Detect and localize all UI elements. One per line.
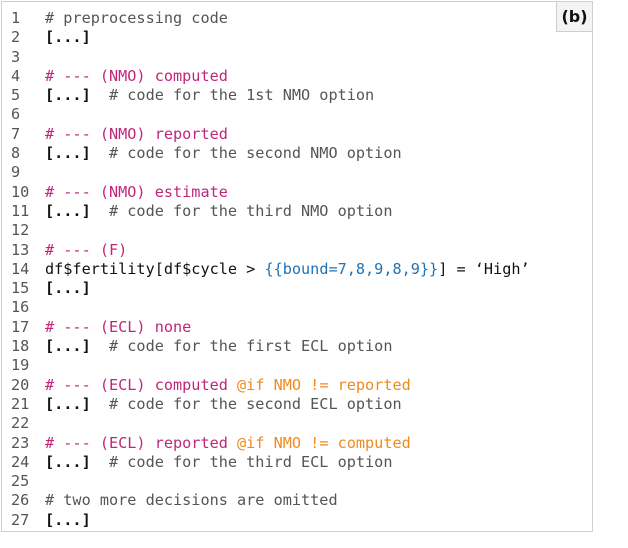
code-comment: # preprocessing code [45,9,228,27]
line-number: 25 [11,472,30,491]
condition-annotation: @if NMO != reported [237,375,411,394]
code-line: 14 df$fertility[df$cycle > {{bound=7,8,9,… [11,260,530,279]
code-line: 21 [...] # code for the second ECL option [11,395,530,414]
code-line: 23 # --- (ECL) reported @if NMO != comput… [11,434,530,453]
ellipsis-placeholder: [...] [45,394,91,413]
line-number: 22 [11,414,30,433]
decision-header: # --- (F) [45,240,128,259]
ellipsis-placeholder: [...] [45,279,91,298]
line-number: 4 [11,66,21,85]
code-line: 10 # --- (NMO) estimate [11,183,530,202]
ellipsis-placeholder: [...] [45,452,91,471]
code-line: 26 # two more decisions are omitted [11,491,530,510]
code-comment: # code for the first ECL option [90,337,393,356]
ellipsis-placeholder: [...] [45,86,91,105]
panel-label: (b) [556,2,592,32]
line-number: 6 [11,105,21,124]
line-number: 5 [11,86,21,105]
code-line: 1 # preprocessing code [11,9,530,28]
line-number: 20 [11,375,30,394]
ellipsis-placeholder: [...] [45,144,91,163]
decision-header: # --- (ECL) computed [45,375,238,394]
line-number: 2 [11,28,21,47]
code-line: 27 [...] [11,511,530,530]
line-number: 3 [11,47,21,66]
line-number: 26 [11,491,30,510]
line-number: 10 [11,182,30,201]
code-comment: # code for the third NMO option [90,201,393,220]
decision-header: # --- (ECL) none [45,317,192,336]
code-text: ] = ‘High’ [438,259,530,278]
code-line: 8 [...] # code for the second NMO option [11,144,530,163]
line-number: 19 [11,356,30,375]
code-line: 6 [11,105,530,124]
code-line: 7 # --- (NMO) reported [11,125,530,144]
code-line: 5 [...] # code for the 1st NMO option [11,86,530,105]
ellipsis-placeholder: [...] [45,337,91,356]
code-line: 25 [11,472,530,491]
code-text: df$fertility[df$cycle > [45,259,265,278]
decision-header: # --- (NMO) computed [45,66,228,85]
code-line: 9 [11,163,530,182]
line-number: 11 [11,201,30,220]
line-number: 9 [11,163,21,182]
code-line: 2 [...] [11,28,530,47]
code-line: 4 # --- (NMO) computed [11,67,530,86]
line-number: 21 [11,394,30,413]
line-number: 17 [11,317,30,336]
line-number: 27 [11,510,30,529]
code-line: 17 # --- (ECL) none [11,318,530,337]
placeholder-expression: {{bound=7,8,9,8,9}} [264,259,439,278]
code-comment: # code for the second ECL option [90,394,402,413]
code-line: 16 [11,298,530,317]
condition-annotation: @if NMO != computed [237,433,411,452]
line-number: 16 [11,298,30,317]
code-line: 20 # --- (ECL) computed @if NMO != report… [11,376,530,395]
code-line: 19 [11,356,530,375]
code-line: 15 [...] [11,279,530,298]
line-number: 15 [11,279,30,298]
code-line: 24 [...] # code for the third ECL option [11,453,530,472]
line-number: 7 [11,124,21,143]
code-comment: # code for the second NMO option [90,144,402,163]
code-comment: # code for the third ECL option [90,452,393,471]
line-number: 24 [11,452,30,471]
code-line: 18 [...] # code for the first ECL option [11,337,530,356]
line-number: 14 [11,259,30,278]
line-number: 23 [11,433,30,452]
code-line: 12 [11,221,530,240]
ellipsis-placeholder: [...] [45,201,91,220]
code-comment: # code for the 1st NMO option [90,86,375,105]
line-number: 13 [11,240,30,259]
code-comment: # two more decisions are omitted [45,491,338,510]
decision-header: # --- (NMO) estimate [45,182,228,201]
line-number: 18 [11,337,30,356]
code-line: 3 [11,48,530,67]
code-line: 13 # --- (F) [11,241,530,260]
ellipsis-placeholder: [...] [45,510,91,529]
line-number: 8 [11,144,21,163]
ellipsis-placeholder: [...] [45,28,91,47]
code-line: 22 [11,414,530,433]
decision-header: # --- (NMO) reported [45,124,228,143]
line-number: 12 [11,221,30,240]
decision-header: # --- (ECL) reported [45,433,238,452]
code-line: 11 [...] # code for the third NMO option [11,202,530,221]
line-number: 1 [11,9,21,27]
